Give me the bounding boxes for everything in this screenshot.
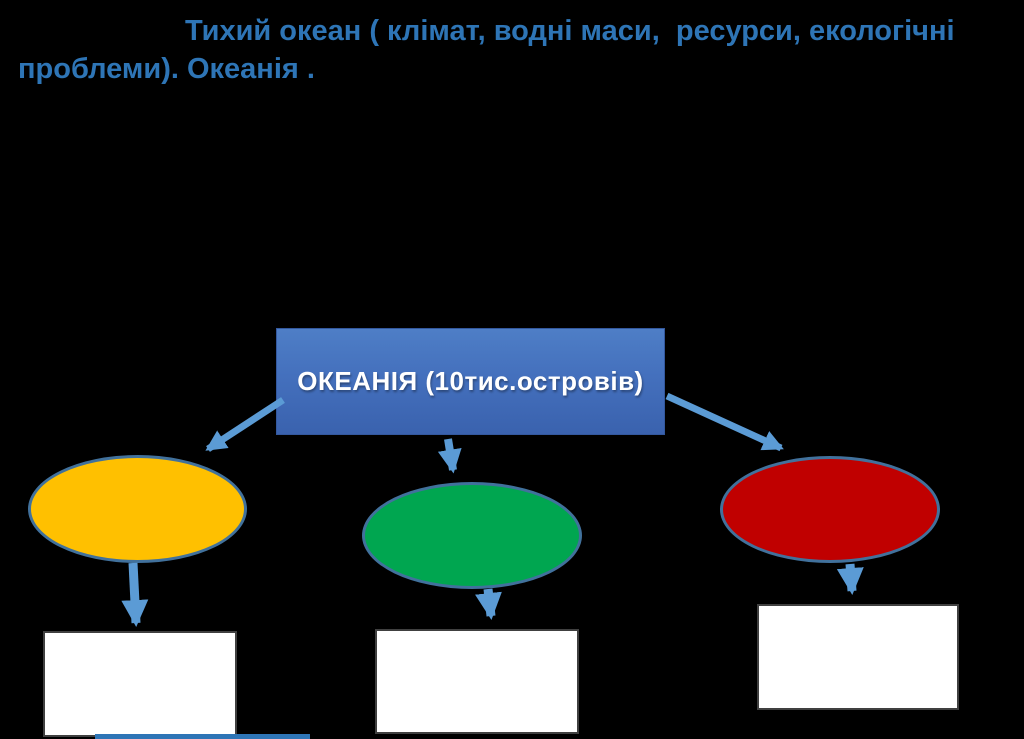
leaf-box-left bbox=[43, 631, 237, 737]
leaf-box-middle bbox=[375, 629, 579, 734]
branch-ellipse-yellow bbox=[28, 455, 247, 563]
arrow-root-to-red-icon bbox=[665, 392, 784, 452]
arrow-red-to-leaf-icon bbox=[836, 563, 864, 596]
arrow-green-to-leaf-icon bbox=[475, 588, 502, 621]
slide-title-line-1: Тихий океан ( клімат, водні маси, ресурс… bbox=[185, 15, 955, 47]
arrow-root-to-yellow-icon bbox=[205, 397, 285, 452]
bottom-cropped-shape bbox=[95, 734, 310, 739]
branch-ellipse-red bbox=[720, 456, 940, 563]
branch-ellipse-green bbox=[362, 482, 582, 589]
arrow-root-to-green-icon bbox=[437, 438, 462, 474]
root-node-okeania: ОКЕАНІЯ (10тис.островів) bbox=[276, 328, 665, 435]
leaf-box-right bbox=[757, 604, 959, 710]
slide-title: Тихий океан ( клімат, водні маси, ресурс… bbox=[18, 12, 978, 88]
root-node-label: ОКЕАНІЯ (10тис.островів) bbox=[297, 366, 644, 396]
slide-title-line-2: проблеми). Океанія . bbox=[18, 53, 315, 85]
arrow-yellow-to-leaf-icon bbox=[121, 562, 149, 628]
